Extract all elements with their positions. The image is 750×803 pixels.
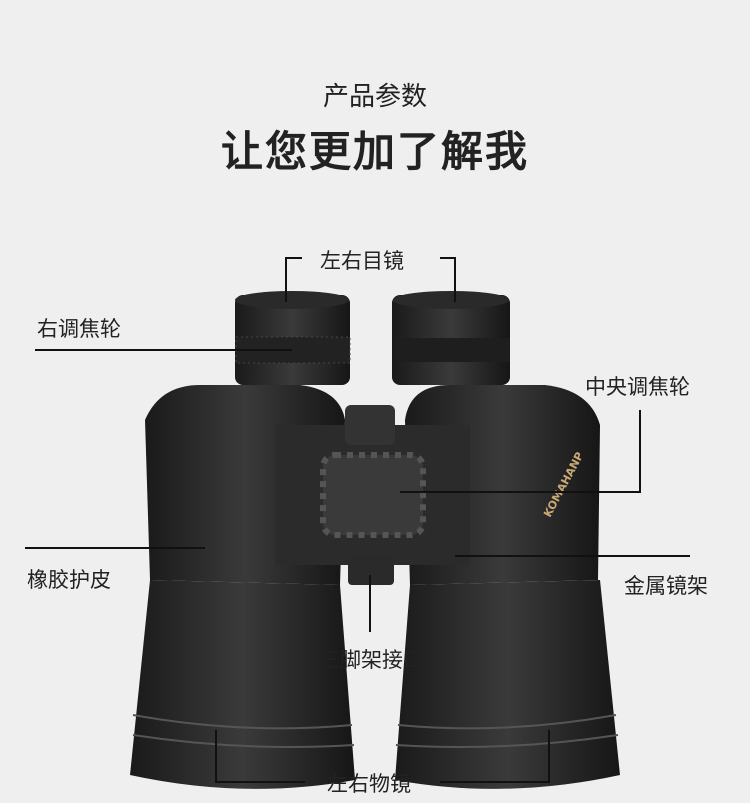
right-eyepiece [392,291,510,385]
label-tripod-mount: 三脚架接口 [319,648,424,672]
left-eyepiece [235,291,351,385]
label-objective-lens: 左右物镜 [327,772,411,796]
section-title: 让您更加了解我 [220,127,529,176]
body [145,385,600,585]
label-metal-frame: 金属镜架 [624,574,708,598]
leader-lines [25,257,690,783]
objective-barrels [130,580,620,789]
label-rubber-armor: 橡胶护皮 [27,568,111,592]
section-subtitle: 产品参数 [322,82,427,112]
label-right-focus-wheel: 右调焦轮 [37,317,121,341]
label-eyepiece: 左右目镜 [320,249,404,273]
label-center-focus-wheel: 中央调焦轮 [585,375,690,399]
